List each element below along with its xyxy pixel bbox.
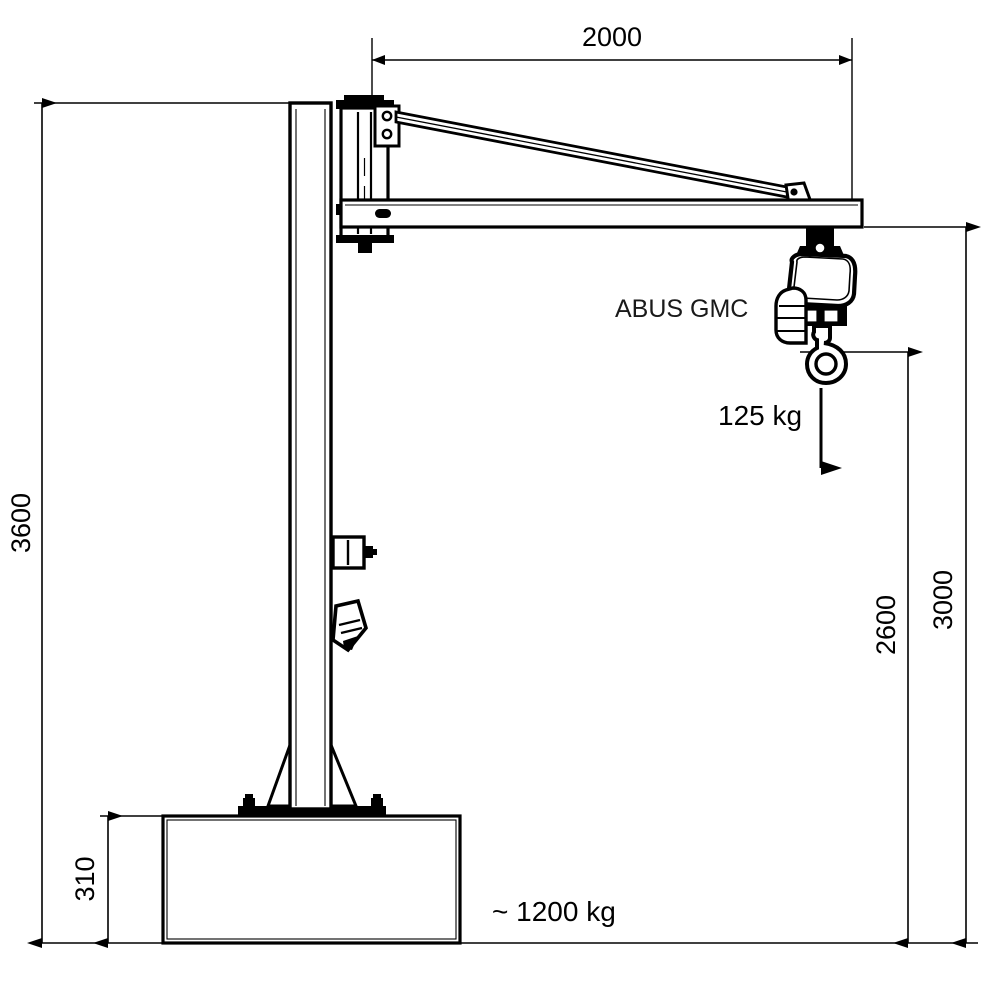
boom-beam	[339, 198, 864, 229]
concrete-base-block	[161, 814, 462, 945]
mast-column	[288, 101, 333, 811]
under-boom-height-value: 3000	[928, 570, 958, 630]
slewing-bearing-head	[336, 95, 401, 253]
boom-outreach-value: 2000	[582, 22, 642, 52]
base-height-value: 310	[70, 856, 100, 901]
dimension-hook-height: 2600	[871, 347, 923, 948]
junction-box	[331, 535, 377, 570]
manufacturer-label: ABUS GMC	[615, 295, 748, 323]
dimension-boom-outreach: 2000	[372, 22, 852, 65]
load-hook	[804, 324, 849, 386]
base-weight-label: ~ 1200 kg	[492, 896, 616, 927]
dimension-under-boom-height: 3000	[928, 222, 981, 948]
overall-height-value: 3600	[6, 493, 36, 553]
extension-lines	[34, 38, 978, 944]
pendant-control-plug	[331, 598, 368, 653]
load-capacity-label: 125 kg	[718, 400, 802, 431]
tie-rod	[394, 110, 815, 207]
electric-chain-hoist	[774, 227, 858, 345]
dimension-overall-height: 3600	[6, 98, 57, 948]
hook-height-value: 2600	[871, 595, 901, 655]
dimension-base-height: 310	[70, 811, 123, 948]
